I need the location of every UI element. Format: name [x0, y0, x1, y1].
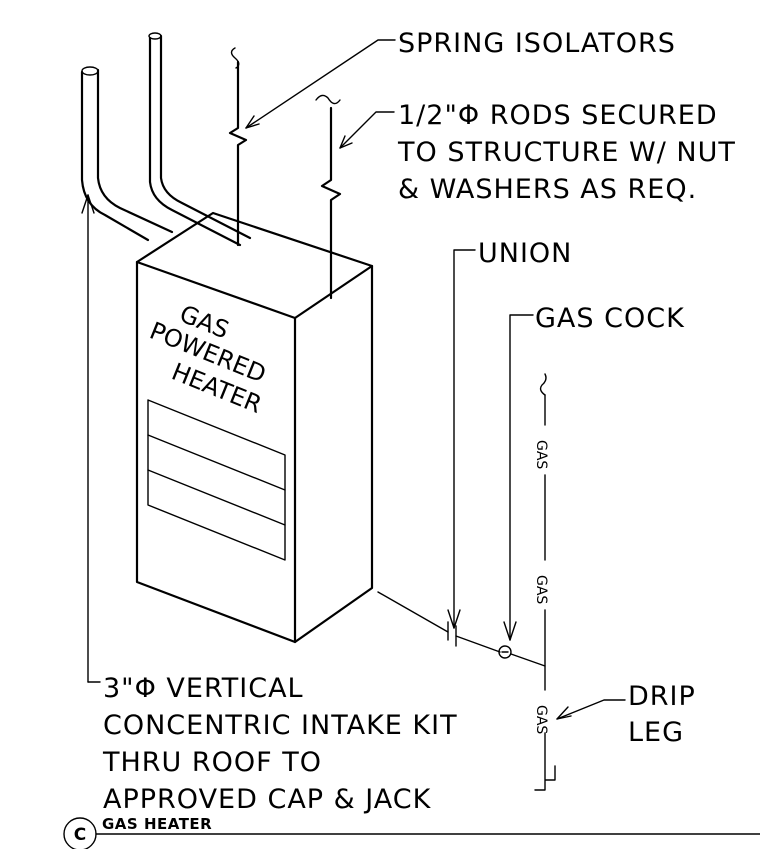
gas-line-label: GAS: [533, 705, 549, 734]
gas-line-label: GAS: [533, 575, 549, 604]
union-label: UNION: [478, 238, 572, 269]
flue-pipes: [80, 32, 252, 247]
rods-label-line2: TO STRUCTURE W/ NUT: [397, 137, 736, 168]
heater-label: GAS POWERED HEATER: [146, 300, 270, 419]
rods-label-line3: & WASHERS AS REQ.: [398, 174, 697, 205]
rods-label-line1: 1/2"Φ RODS SECURED: [398, 100, 718, 131]
intake-label-line3: THRU ROOF TO: [102, 747, 322, 778]
drip-leg-label-line2: LEG: [628, 717, 684, 748]
callout-labels: SPRING ISOLATORS 1/2"Φ RODS SECURED TO S…: [102, 28, 736, 815]
gas-line-labels: GAS GAS GAS: [533, 440, 549, 734]
detail-title: GAS HEATER: [102, 815, 212, 833]
drip-leg-label-line1: DRIP: [628, 681, 696, 712]
intake-label-line1: 3"Φ VERTICAL: [103, 673, 304, 704]
spring-isolators-label: SPRING ISOLATORS: [398, 28, 676, 59]
intake-label-line2: CONCENTRIC INTAKE KIT: [103, 710, 458, 741]
heater-unit: [135, 211, 374, 644]
detail-title-block: C GAS HEATER: [63, 815, 760, 849]
hanger-rods: [228, 47, 342, 300]
gas-piping: [377, 373, 556, 791]
detail-tag: C: [74, 825, 86, 845]
leader-lines: [81, 39, 626, 720]
intake-label-line4: APPROVED CAP & JACK: [103, 784, 432, 815]
gas-cock-label: GAS COCK: [535, 303, 685, 334]
gas-line-label: GAS: [533, 440, 549, 469]
